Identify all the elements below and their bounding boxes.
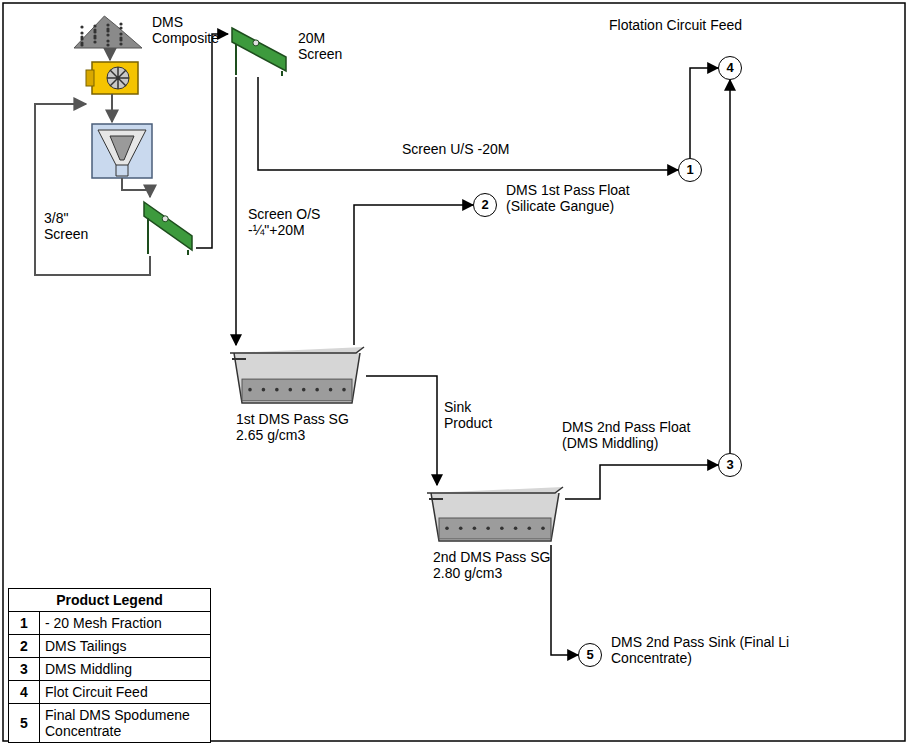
flow-arrow <box>354 205 473 345</box>
legend-heading: Product Legend <box>9 589 211 612</box>
flow-arrow <box>565 465 718 499</box>
legend-number: 2 <box>9 635 40 658</box>
stream-circle: 5DMS 2nd Pass Sink (Final Li Concentrate… <box>578 643 602 667</box>
stream-number: 5 <box>579 644 601 665</box>
screen-icon <box>228 22 290 77</box>
legend-number: 3 <box>9 658 40 681</box>
equipment-label: DMS Composite <box>152 14 232 46</box>
stream-number: 3 <box>719 454 741 475</box>
screen-icon <box>140 196 196 256</box>
product-legend-table: Product Legend1- 20 Mesh Fraction2DMS Ta… <box>8 588 211 743</box>
frame-border <box>3 3 905 741</box>
flow-arrow <box>196 34 228 248</box>
legend-number: 4 <box>9 681 40 704</box>
cone-crusher-symbol <box>92 124 152 178</box>
flow-arrow <box>235 77 237 345</box>
flow-arrow <box>551 545 578 655</box>
stream-label: Sink Product <box>442 398 516 432</box>
legend-number: 5 <box>9 704 40 743</box>
legend-description: DMS Middling <box>40 658 211 681</box>
legend-description: Flot Circuit Feed <box>40 681 211 704</box>
flow-arrow <box>366 376 437 485</box>
equipment-label: 2nd DMS Pass SG 2.80 g/cm3 <box>433 549 563 581</box>
equipment-screen: 20M Screen <box>228 22 290 77</box>
feed-line <box>122 178 150 197</box>
flow-arrow <box>258 77 678 170</box>
crusher-symbol <box>86 62 138 94</box>
stream-number: 4 <box>719 57 741 78</box>
bath-icon <box>228 345 366 407</box>
stream-label: Screen U/S -20M <box>400 140 544 158</box>
flow-arrow <box>690 68 718 158</box>
feed-line <box>111 94 113 122</box>
stream-circle: 3 <box>718 453 742 477</box>
equipment-label: DMS 2nd Pass Sink (Final Li Concentrate) <box>611 634 801 666</box>
feed-line <box>109 50 111 60</box>
equipment-label: Flotation Circuit Feed <box>609 17 779 33</box>
equipment-label: DMS 1st Pass Float (Silicate Gangue) <box>506 182 666 214</box>
stream-number: 1 <box>679 159 701 180</box>
stream-number: 2 <box>474 194 496 215</box>
equipment-bath: 2nd DMS Pass SG 2.80 g/cm3 <box>425 485 565 545</box>
stream-circle: 4Flotation Circuit Feed <box>718 56 742 80</box>
equipment-label: 3/8" Screen <box>44 210 104 242</box>
legend-description: - 20 Mesh Fraction <box>40 612 211 635</box>
equipment-label: 20M Screen <box>298 30 358 62</box>
equipment-label: 1st DMS Pass SG 2.65 g/cm3 <box>236 411 366 443</box>
equipment-screen: 3/8" Screen <box>140 196 196 256</box>
bath-icon <box>425 485 565 545</box>
equipment-bath: 1st DMS Pass SG 2.65 g/cm3 <box>228 345 366 407</box>
stream-circle: 1 <box>678 158 702 182</box>
legend-description: DMS Tailings <box>40 635 211 658</box>
stream-circle: 2DMS 1st Pass Float (Silicate Gangue) <box>473 193 497 217</box>
equipment-pile: DMS Composite <box>72 12 144 50</box>
legend-number: 1 <box>9 612 40 635</box>
pile-icon <box>72 12 144 50</box>
recycle-line <box>35 104 150 275</box>
stream-label: DMS 2nd Pass Float (DMS Middling) <box>560 418 696 452</box>
legend-description: Final DMS Spodumene Concentrate <box>40 704 211 743</box>
flow-arrow <box>729 80 731 453</box>
stream-label: Screen O/S -¼"+20M <box>246 205 342 239</box>
